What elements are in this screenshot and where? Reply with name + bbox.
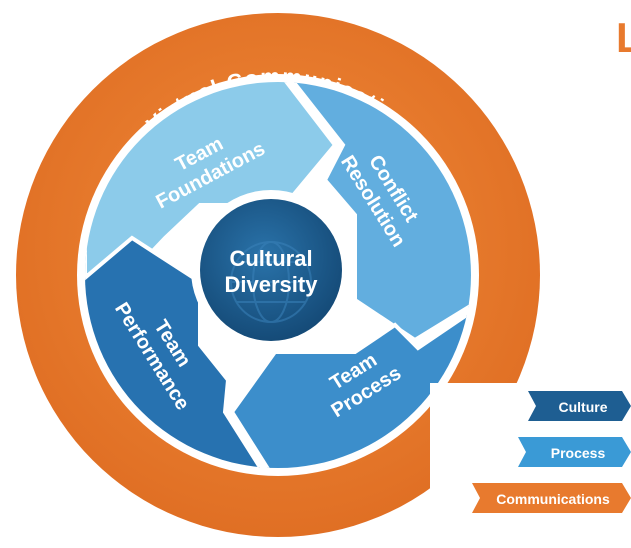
legend-swatch-communications — [472, 483, 631, 513]
title-fragment: L — [616, 14, 631, 61]
legend-swatch-culture — [528, 391, 631, 421]
center-circle — [200, 199, 342, 341]
legend-label-process: Process — [551, 445, 606, 461]
legend: Culture Process Communications — [430, 383, 631, 523]
legend-swatch-process — [518, 437, 631, 467]
center-label-line: Cultural — [229, 246, 312, 271]
legend-label-communications: Communications — [496, 491, 610, 507]
legend-label-culture: Culture — [559, 399, 608, 415]
center-label-line: Diversity — [225, 272, 319, 297]
globe-icon — [230, 241, 312, 323]
